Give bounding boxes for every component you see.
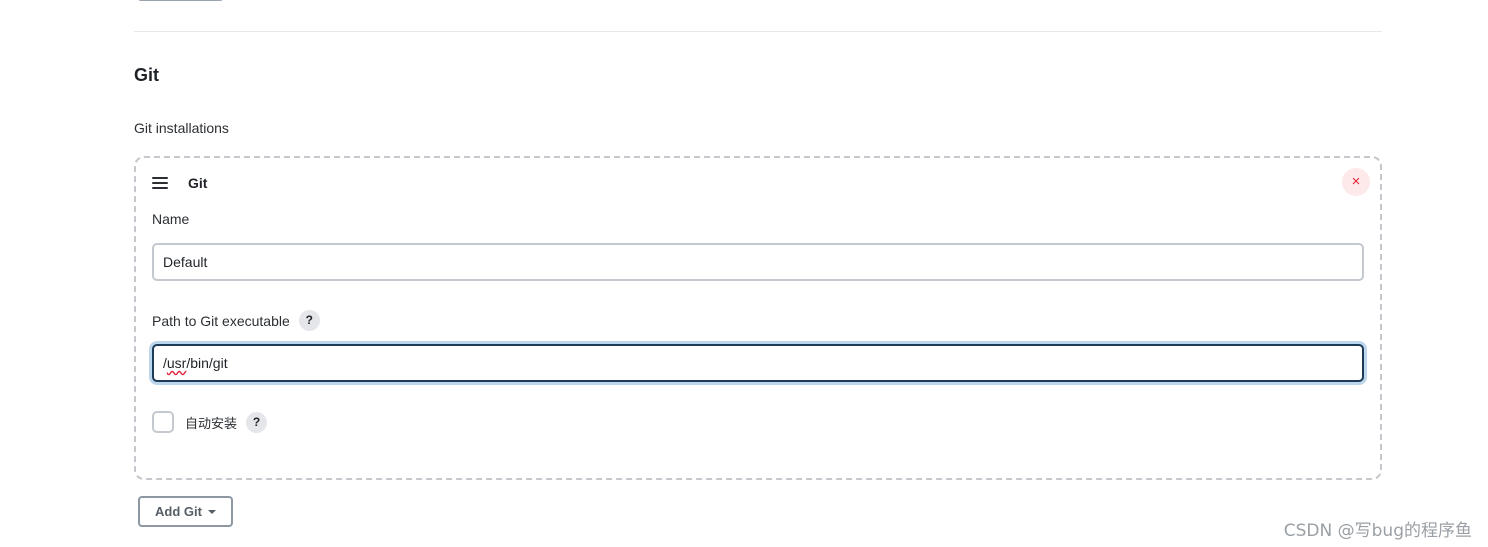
auto-install-help-icon[interactable]: ?	[246, 411, 268, 433]
path-value-prefix: /	[163, 355, 167, 371]
add-git-label: Add Git	[155, 504, 202, 519]
section-title: Git	[134, 65, 159, 85]
delete-installation-button[interactable]: ×	[1342, 168, 1370, 196]
section-subtitle: Git installations	[134, 120, 229, 136]
installation-title: Git	[188, 175, 208, 191]
drag-handle-icon[interactable]	[152, 177, 169, 189]
section-divider	[134, 31, 1382, 32]
watermark: CSDN @写bug的程序鱼	[1283, 521, 1472, 541]
name-input[interactable]	[152, 243, 1364, 281]
path-help-icon[interactable]: ?	[298, 310, 320, 331]
auto-install-label[interactable]: 自动安装	[185, 415, 238, 431]
name-label: Name	[152, 211, 190, 227]
add-git-button[interactable]: Add Git	[138, 496, 233, 527]
previous-section-button[interactable]	[137, 0, 224, 1]
auto-install-row: 自动安装 ?	[152, 411, 268, 433]
installation-header: Git	[152, 173, 207, 193]
path-value-misspelled: usr	[166, 355, 187, 371]
git-installation-block: Git × Name Path to Git executable ? /usr…	[134, 156, 1382, 480]
path-value-suffix: /bin/git	[186, 355, 228, 371]
path-label-row: Path to Git executable ?	[152, 310, 320, 331]
close-icon: ×	[1351, 173, 1361, 190]
auto-install-checkbox[interactable]	[152, 411, 174, 433]
caret-down-icon	[207, 509, 216, 514]
path-label: Path to Git executable	[152, 312, 290, 329]
path-input[interactable]: /usr/bin/git	[152, 344, 1364, 382]
